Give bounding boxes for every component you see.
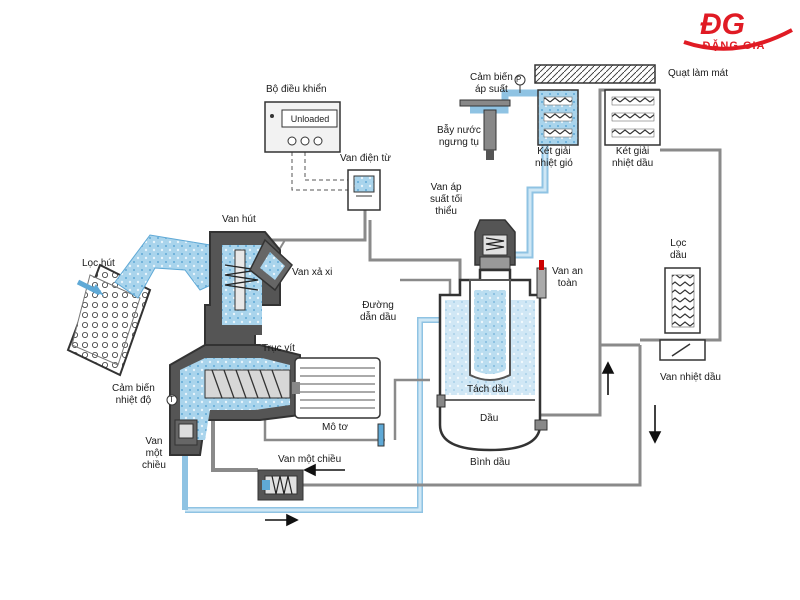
condensate-trap-icon [483, 109, 497, 160]
logo-mark: ĐG [700, 8, 745, 41]
thermo-valve-icon [659, 339, 706, 361]
controller-box [264, 101, 341, 153]
relief-valve-icon [249, 238, 293, 292]
solenoid-valve-icon [347, 169, 381, 211]
pressure-sensor-icon [459, 74, 526, 107]
intake-duct [114, 234, 223, 299]
oil-filter-icon [664, 267, 701, 334]
air-cooler-icon [537, 89, 579, 146]
temp-sensor-icon [166, 394, 178, 406]
label-screw-shaft: Trục vít [262, 343, 295, 354]
label-solenoid-valve: Van điện từ [340, 153, 391, 164]
label-thermo-valve: Van nhiệt dầu [660, 372, 721, 383]
label-cooling-fan: Quạt làm mát [668, 68, 729, 79]
oil-cooler-icon [604, 89, 661, 146]
label-separator: Tách dầu [467, 384, 509, 395]
oil-level-gauge [377, 423, 385, 447]
label-motor: Mô tơ [322, 422, 349, 433]
flow-arrows [265, 361, 662, 527]
label-suction-valve: Van hút [222, 214, 256, 225]
motor-icon [292, 357, 381, 419]
oil-tank [436, 268, 548, 452]
label-controller: Bộ điều khiển [266, 84, 327, 95]
oil-line-grey [211, 420, 258, 472]
label-temp-mark: T [169, 395, 174, 404]
min-pressure-valve-icon [474, 219, 516, 270]
screw-compressor-housing [169, 344, 301, 456]
safety-valve-icon [536, 260, 547, 299]
label-pressure-mark: P [516, 75, 522, 84]
label-oil: Dầu [480, 413, 499, 424]
label-relief-valve: Van xả xi [292, 267, 333, 278]
label-check-valve-bottom: Van một chiều [278, 454, 342, 465]
cooling-fan-icon [534, 64, 656, 84]
check-valve-left-icon [174, 419, 198, 446]
check-valve-bottom-icon [257, 469, 304, 501]
controller-display: Unloaded [290, 114, 330, 124]
logo-name: ĐẶNG GIA [702, 40, 766, 52]
label-intake-filter: Lọc hút [82, 258, 115, 269]
dang-gia-logo: ĐG [683, 8, 793, 51]
oil-feed-line [368, 220, 462, 290]
label-oil-tank: Bình dầu [470, 457, 511, 468]
